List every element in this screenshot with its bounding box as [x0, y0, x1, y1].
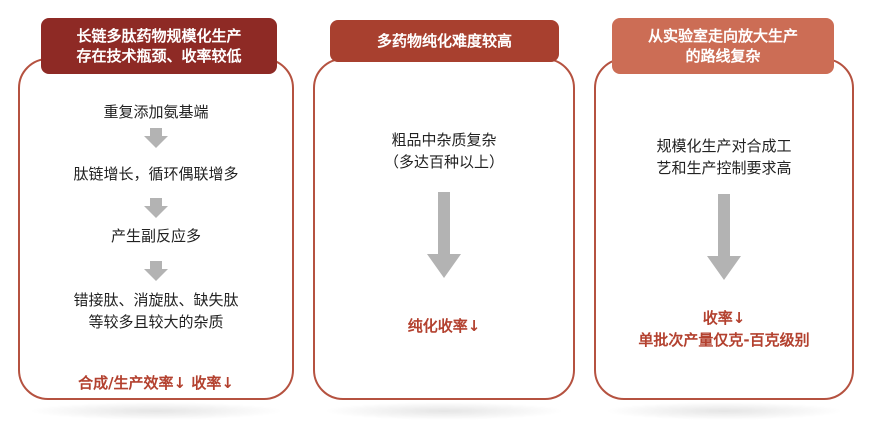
arrow-down-icon [144, 198, 168, 218]
shadow [28, 402, 284, 420]
shadow [604, 402, 844, 420]
arrow-down-icon [144, 261, 168, 281]
header-line: 存在技术瓶颈、收率较低 [76, 47, 242, 65]
header-line: 长链多肽药物规模化生产 [76, 27, 242, 45]
body-text: 粗品中杂质复杂 [391, 131, 497, 149]
body-text: （多达百种以上） [383, 153, 504, 171]
step-text: 产生副反应多 [110, 227, 201, 245]
body-text: 艺和生产控制要求高 [656, 159, 792, 177]
result-text: 收率↓ [702, 309, 746, 327]
header-synthesis: 长链多肽药物规模化生产 存在技术瓶颈、收率较低 [41, 18, 277, 74]
header-line: 多药物纯化难度较高 [376, 32, 512, 50]
step-text: 重复添加氨基端 [103, 103, 209, 121]
column-scale-up: 规模化生产对合成工 艺和生产控制要求高 收率↓ 单批次产量仅克-百克级别 [594, 58, 854, 400]
big-arrow-down-icon [707, 194, 741, 280]
step-text: 肽链增长，循环偶联增多 [73, 165, 239, 183]
header-purification: 多药物纯化难度较高 [330, 20, 559, 62]
big-arrow-down-icon [427, 192, 461, 278]
result-text: 单批次产量仅克-百克级别 [638, 331, 810, 349]
step-text: 等较多且较大的杂质 [88, 313, 224, 331]
result-text: 纯化收率↓ [407, 317, 481, 335]
header-line: 的路线复杂 [685, 47, 761, 65]
column-synthesis: 重复添加氨基端 肽链增长，循环偶联增多 产生副反应多 错接肽、消旋肽、缺失肽 等… [18, 58, 294, 400]
arrow-down-icon [144, 128, 168, 148]
header-line: 从实验室走向放大生产 [647, 27, 798, 45]
body-text: 规模化生产对合成工 [656, 137, 792, 155]
result-text: 合成/生产效率↓ 收率↓ [78, 374, 234, 392]
header-scale-up: 从实验室走向放大生产 的路线复杂 [612, 18, 834, 74]
step-text: 错接肽、消旋肽、缺失肽 [73, 291, 239, 309]
shadow [323, 402, 565, 420]
column-purification: 粗品中杂质复杂 （多达百种以上） 纯化收率↓ [313, 58, 575, 400]
